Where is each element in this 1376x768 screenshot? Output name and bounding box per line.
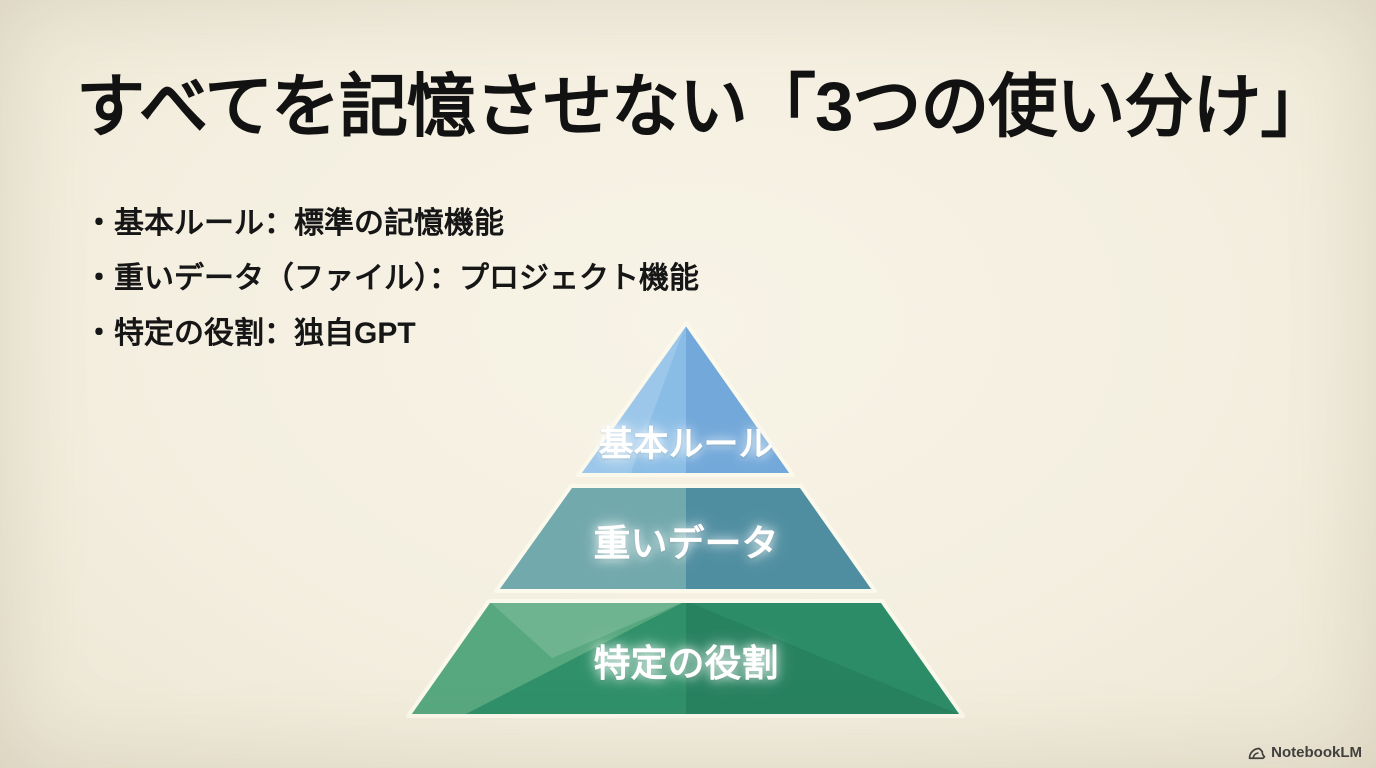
pyramid-tier2-right-face <box>686 486 875 591</box>
notebooklm-watermark: NotebookLM <box>1248 744 1362 761</box>
notebooklm-label: NotebookLM <box>1271 744 1362 761</box>
pyramid-tier3-left-shadow-facet <box>462 601 686 716</box>
pyramid-tier3-right-shadow-facet <box>686 601 963 716</box>
slide-title: すべてを記憶させない「3つの使い分け」 <box>76 68 1329 145</box>
pyramid-tier2-outline <box>494 484 877 593</box>
pyramid-tier1-outline <box>576 321 795 477</box>
bullet-item-specific-role: ・特定の役割：独自GPT <box>84 317 416 350</box>
bullet-list: ・基本ルール：標準の記憶機能 ・重いデータ（ファイル）：プロジェクト機能 ・特定… <box>84 196 699 361</box>
pyramid-tier2-left-face <box>496 486 686 591</box>
pyramid-tier3-outline <box>406 599 965 718</box>
bullet-item-heavy-data: ・重いデータ（ファイル）：プロジェクト機能 <box>84 262 699 295</box>
pyramid-tier3-highlight-facet <box>489 601 686 658</box>
bullet-item-basic-rules: ・基本ルール：標準の記憶機能 <box>84 207 504 240</box>
pyramid-tier1-label: 基本ルール <box>598 425 774 464</box>
notebooklm-logo-icon <box>1248 747 1266 759</box>
pyramid-tier3-label: 特定の役割 <box>593 643 779 684</box>
pyramid-tier2-label: 重いデータ <box>593 523 779 564</box>
